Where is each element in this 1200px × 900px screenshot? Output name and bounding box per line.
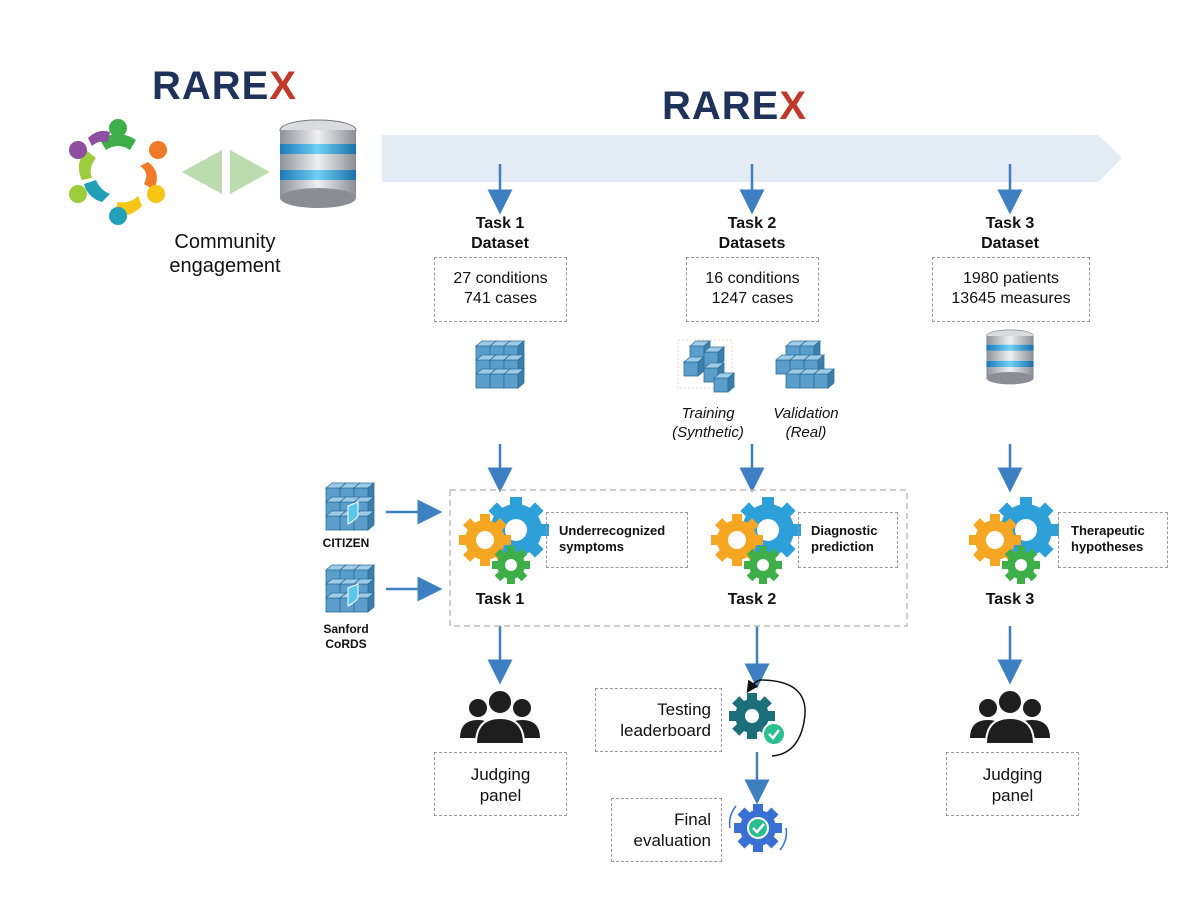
exchange-arrows-icon [182, 150, 270, 194]
sanford-cube-icon [325, 564, 375, 613]
validation-cube-icon [775, 340, 835, 389]
testing-gear-icon [729, 679, 806, 757]
task2-gear-cluster-icon [711, 497, 801, 584]
task2-gear-task-label: Task 2 [727, 591, 777, 608]
task3-judging-people-icon [969, 689, 1051, 745]
task1-2-group-box [449, 489, 908, 627]
citizen-cube-icon [325, 482, 375, 531]
community-engagement-label: Community engagement [169, 231, 281, 277]
training-label: Training(Synthetic) [672, 405, 744, 441]
rarex-logo-left: RAREX [152, 64, 298, 108]
validation-label: Validation(Real) [773, 405, 839, 441]
task3-database-icon [986, 329, 1034, 385]
task1-gear-task-label: Task 1 [475, 591, 525, 608]
community-people-icon [69, 119, 167, 225]
final-evaluation-gear-icon [728, 804, 788, 852]
timeline-band [382, 135, 1122, 182]
task1-data-cube-icon [475, 340, 525, 389]
main-database-icon [279, 119, 357, 209]
task1-judging-people-icon [459, 689, 541, 745]
task3-gear-cluster-icon [969, 497, 1059, 584]
task3-gear-task-label: Task 3 [985, 591, 1035, 608]
citizen-label: CITIZEN [322, 536, 370, 550]
task1-gear-cluster-icon [459, 497, 549, 584]
training-cube-icon [677, 339, 735, 393]
rarex-logo-top: RAREX [662, 84, 808, 128]
